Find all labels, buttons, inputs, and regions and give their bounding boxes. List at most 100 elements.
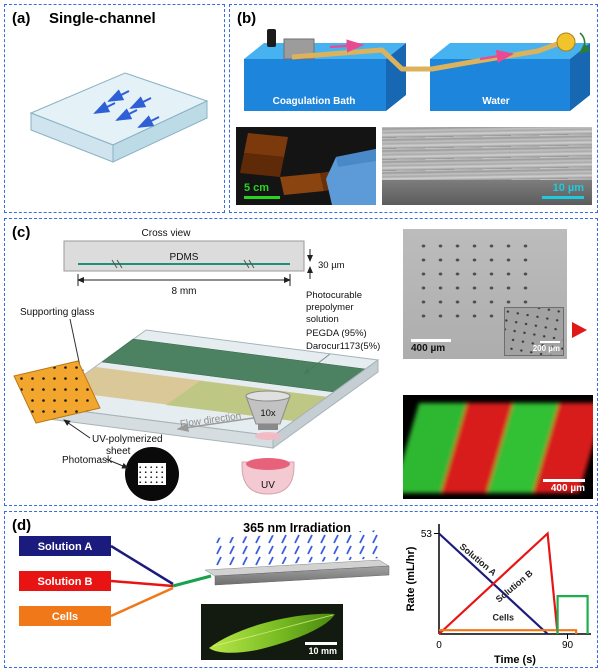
y-ref-53: 53 — [421, 529, 433, 540]
chart-series-solution-b — [438, 531, 559, 635]
scale-bar-line — [542, 196, 584, 199]
hydrogel-sheet-photo: 10 mm — [201, 604, 343, 660]
scale-bar: 10 µm — [542, 183, 584, 199]
x-axis-label: Time (s) — [494, 654, 536, 666]
svg-text:UV-polymerized: UV-polymerized — [92, 434, 163, 445]
fluorescence-image: 400 µm — [403, 395, 593, 499]
uv-lamp-label: UV — [261, 480, 275, 491]
svg-text:prepolymer: prepolymer — [306, 302, 354, 313]
stripe-bands — [403, 403, 593, 493]
channel-slab — [29, 72, 209, 163]
pdms-block — [63, 240, 305, 272]
width-label: 8 mm — [172, 286, 197, 297]
input-label: Solution B — [38, 576, 93, 588]
panel-b: (b) Coagulation Bath Water — [229, 4, 598, 213]
roller-rotation-arrow-icon — [578, 32, 591, 55]
flow-rate-chart: 0 90 53 Time (s) Rate (mL/hr) Solution A… — [405, 524, 591, 666]
irradiation-label: 365 nm Irradiation — [243, 521, 351, 535]
svg-text:Darocur1173(5%): Darocur1173(5%) — [306, 341, 380, 352]
scale-label: 400 µm — [411, 343, 446, 354]
dot-array-sem-image: 400 µm 200 µm — [403, 229, 567, 359]
panel-b-label: (b) — [237, 10, 257, 27]
panel-d: (d) Solution A Solution B Cells — [4, 511, 598, 668]
objective-label: 10x — [260, 408, 276, 419]
svg-text:solution: solution — [306, 314, 339, 325]
pdms-label: PDMS — [170, 252, 199, 263]
uv-sheet-leader — [63, 419, 91, 439]
direction-arrow-icon — [479, 49, 515, 63]
input-label: Solution A — [38, 541, 93, 553]
y-axis-label: Rate (mL/hr) — [405, 546, 417, 611]
fiber-spinning-schematic: Coagulation Bath Water — [244, 29, 591, 111]
ribbon-photo: 5 cm — [236, 127, 376, 205]
input-label: Cells — [52, 611, 78, 623]
sem-cross-section-photo: 10 µm — [382, 127, 592, 205]
uv-polymerized-sheet-art — [13, 360, 101, 424]
scale-bar: 5 cm — [244, 183, 280, 199]
coagulation-bath-label: Coagulation Bath — [273, 96, 356, 107]
supporting-glass-label: Supporting glass — [20, 307, 95, 318]
input-box — [19, 571, 111, 591]
inlet-tubing — [110, 544, 212, 618]
glass-slab — [39, 329, 380, 449]
photomask-leader — [105, 458, 129, 469]
uv-lamp: UV — [241, 458, 295, 495]
panel-c: (c) Cross view PDMS — [4, 218, 598, 506]
scale-label: 10 mm — [308, 646, 337, 656]
scale-bar: 10 mm — [305, 642, 337, 656]
panel-a: (a) Single-channel — [4, 4, 225, 213]
direction-arrow-icon — [329, 39, 365, 53]
input-solutions: Solution A Solution B Cells — [19, 536, 111, 626]
input-box — [19, 536, 111, 556]
scale-bar-line — [244, 196, 280, 199]
fiber-ribbon — [291, 40, 561, 72]
scale-bar: 200 µm — [533, 341, 560, 353]
flow-arrows-icon — [93, 89, 160, 128]
scale-label: 400 µm — [550, 483, 585, 494]
scale-label: 200 µm — [532, 344, 560, 353]
roller — [556, 32, 576, 52]
panel-d-label: (d) — [12, 517, 32, 534]
panel-c-label: (c) — [12, 224, 31, 241]
scale-bar-line — [540, 341, 560, 343]
chart-series-label: Solution B — [494, 568, 535, 605]
x-tick-0: 0 — [436, 640, 442, 651]
leaf-art — [209, 613, 335, 653]
scale-label: 10 µm — [552, 182, 584, 194]
ribbon-photo-art — [240, 133, 376, 205]
svg-text:sheet: sheet — [106, 446, 131, 457]
co-flow-schematic: Solution A Solution B Cells 365 nm Irrad… — [19, 521, 390, 626]
chart-series-label: Solution A — [458, 541, 499, 578]
olive-sheet — [166, 381, 328, 421]
fabrication-schematic: Cross view PDMS 30 µm 8 mm Supporting gl… — [13, 228, 380, 501]
microscope-objective: 10x — [245, 390, 291, 440]
photomask-art — [125, 447, 179, 501]
svg-text:PEGDA (95%): PEGDA (95%) — [306, 328, 367, 339]
panel-a-title: Single-channel — [49, 10, 156, 27]
thickness-label: 30 µm — [318, 260, 345, 271]
microchannel — [204, 559, 390, 586]
photomask-label: Photomask — [62, 455, 113, 466]
chart-series-cells — [439, 629, 578, 634]
water-bath-label: Water — [482, 96, 510, 107]
sem-inset-image: 200 µm — [504, 307, 564, 356]
scale-bar-line — [411, 339, 451, 342]
scale-label: 5 cm — [244, 182, 270, 194]
scale-bar-line — [305, 642, 337, 645]
panel-a-label: (a) — [12, 10, 31, 27]
chart-series-label: Cells — [493, 613, 515, 623]
red-arrow-icon — [572, 322, 587, 338]
scale-bar: 400 µm — [411, 339, 451, 354]
uv-rays-icon — [213, 530, 383, 568]
single-channel-illustration — [29, 72, 209, 163]
uv-sheet-label: UV-polymerized sheet — [92, 434, 163, 457]
scale-bar: 400 µm — [543, 479, 585, 494]
chart-series-unlabeled-green — [556, 594, 589, 634]
input-box — [19, 606, 111, 626]
flow-direction-arrow — [176, 416, 261, 432]
break-marks-icon — [111, 259, 255, 269]
x-tick-90: 90 — [562, 640, 574, 651]
cross-view-label: Cross view — [142, 228, 192, 239]
prepolymer-label: Photocurable prepolymer solution PEGDA (… — [306, 290, 380, 352]
